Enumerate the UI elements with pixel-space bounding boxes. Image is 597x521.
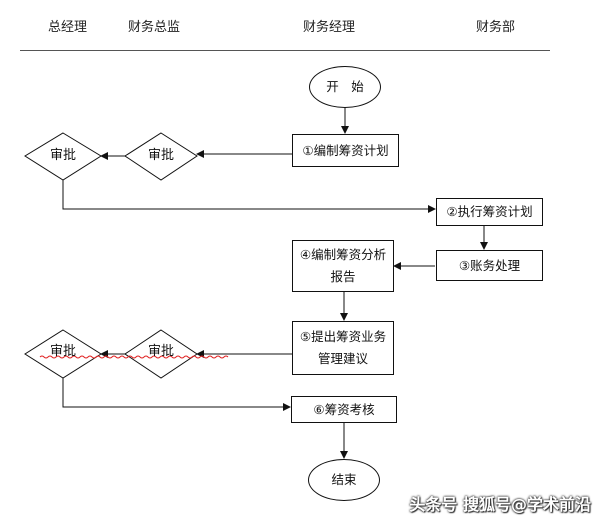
step5-label-line2: 管理建议 xyxy=(317,351,368,366)
end-node: 结束 xyxy=(308,459,380,501)
approve-director-2-label: 审批 xyxy=(147,344,174,359)
step4-label-line1: ④编制筹资分析 xyxy=(299,247,387,262)
step3-label: ③账务处理 xyxy=(458,257,521,273)
step6-label: ⑥筹资考核 xyxy=(313,401,375,417)
approve-director-1-label: 审批 xyxy=(147,148,174,163)
step4-box: ④编制筹资分析 报告 xyxy=(292,240,394,292)
step2-box: ②执行筹资计划 xyxy=(436,198,543,226)
diamond-approve-director-2 xyxy=(124,329,198,379)
diamond-approve-gm-2 xyxy=(24,329,102,379)
header-divider xyxy=(20,50,550,51)
step5-box: ⑤提出筹资业务 管理建议 xyxy=(292,321,394,375)
connector-approve-gm-2-to-step6 xyxy=(62,378,291,411)
approve-gm-2-label: 审批 xyxy=(49,344,76,359)
diamond-approve-gm-1 xyxy=(24,132,102,181)
approve-gm-1-label: 审批 xyxy=(49,148,76,163)
step5-label-line1: ⑤提出筹资业务 xyxy=(299,329,387,344)
step1-label: ①编制筹资计划 xyxy=(302,142,389,158)
lane-header-general-manager: 总经理 xyxy=(48,20,88,35)
step6-box: ⑥筹资考核 xyxy=(291,396,397,423)
connector-approve-gm-1-to-step2 xyxy=(62,180,436,213)
step3-box: ③账务处理 xyxy=(436,250,543,281)
lane-header-finance-director: 财务总监 xyxy=(128,20,181,35)
step4-label-line2: 报告 xyxy=(330,269,356,284)
step1-box: ①编制筹资计划 xyxy=(292,134,399,167)
lane-header-finance-manager: 财务经理 xyxy=(303,20,356,35)
diamond-approve-director-1 xyxy=(124,132,198,181)
start-node: 开 始 xyxy=(309,66,381,108)
start-label: 开 始 xyxy=(326,79,364,94)
lane-header-finance-dept: 财务部 xyxy=(476,20,516,35)
watermark: 头条号 搜狐号@学术前沿 xyxy=(409,495,591,514)
end-label: 结束 xyxy=(331,472,357,487)
spellcheck-squiggle xyxy=(39,355,229,359)
step2-label: ②执行筹资计划 xyxy=(446,204,533,219)
